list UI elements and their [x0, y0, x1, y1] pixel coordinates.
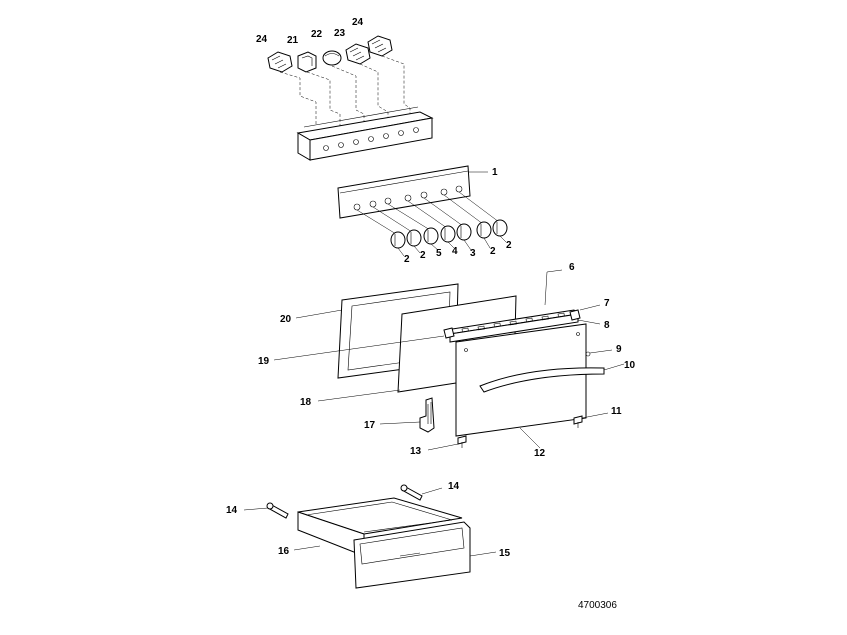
label-24-left: 24 — [256, 34, 268, 45]
label-2-fourth: 2 — [506, 240, 512, 251]
label-22: 22 — [311, 29, 323, 40]
door-end-cap-right — [569, 309, 581, 321]
label-5: 5 — [436, 248, 442, 259]
reference-number: 4700306 — [578, 600, 617, 611]
label-19: 19 — [258, 356, 270, 367]
label-18: 18 — [300, 397, 312, 408]
label-14-left: 14 — [226, 505, 238, 516]
knob — [476, 221, 492, 239]
label-15: 15 — [499, 548, 511, 559]
label-3: 3 — [470, 248, 476, 259]
label-12: 12 — [534, 448, 546, 459]
knob — [406, 229, 422, 247]
control-panel — [337, 165, 471, 219]
label-8: 8 — [604, 320, 610, 331]
hinge-bracket-right — [573, 415, 583, 428]
label-14-right: 14 — [448, 481, 460, 492]
door-handle — [479, 367, 605, 393]
part-24-right-knob-spindle — [367, 35, 393, 57]
control-bracket — [296, 106, 434, 161]
label-2-first: 2 — [404, 254, 410, 265]
knob — [423, 227, 439, 245]
knob — [440, 225, 456, 243]
label-20: 20 — [280, 314, 292, 325]
label-2-third: 2 — [490, 246, 496, 257]
label-9: 9 — [616, 344, 622, 355]
door-end-cap-left — [443, 327, 455, 339]
knob — [456, 223, 472, 241]
label-24-right: 24 — [352, 17, 364, 28]
label-17: 17 — [364, 420, 376, 431]
part-22-cap — [322, 50, 342, 66]
part-21-clip — [297, 51, 317, 73]
label-6: 6 — [569, 262, 575, 273]
label-1: 1 — [492, 167, 498, 178]
door-hinge — [419, 397, 435, 433]
label-13: 13 — [410, 446, 422, 457]
label-11: 11 — [611, 406, 622, 417]
hinge-bracket-left — [457, 435, 467, 448]
control-knobs — [390, 219, 508, 249]
label-21: 21 — [287, 35, 299, 46]
part-24-left-knob-spindle — [267, 51, 293, 73]
knob-guide-lines — [356, 191, 500, 235]
drawer-front — [353, 521, 471, 589]
knob — [390, 231, 406, 249]
knob — [492, 219, 508, 237]
drawer-runner-left — [266, 502, 289, 519]
label-10: 10 — [624, 360, 636, 371]
label-16: 16 — [278, 546, 290, 557]
label-2-second: 2 — [420, 250, 426, 261]
part-23-spindle — [345, 43, 371, 65]
label-7: 7 — [604, 298, 610, 309]
drawer-runner-right — [400, 484, 423, 501]
label-23: 23 — [334, 28, 346, 39]
knob-label-leaders — [397, 235, 507, 257]
assembly-guide-lines — [279, 55, 411, 126]
label-4: 4 — [452, 246, 458, 257]
